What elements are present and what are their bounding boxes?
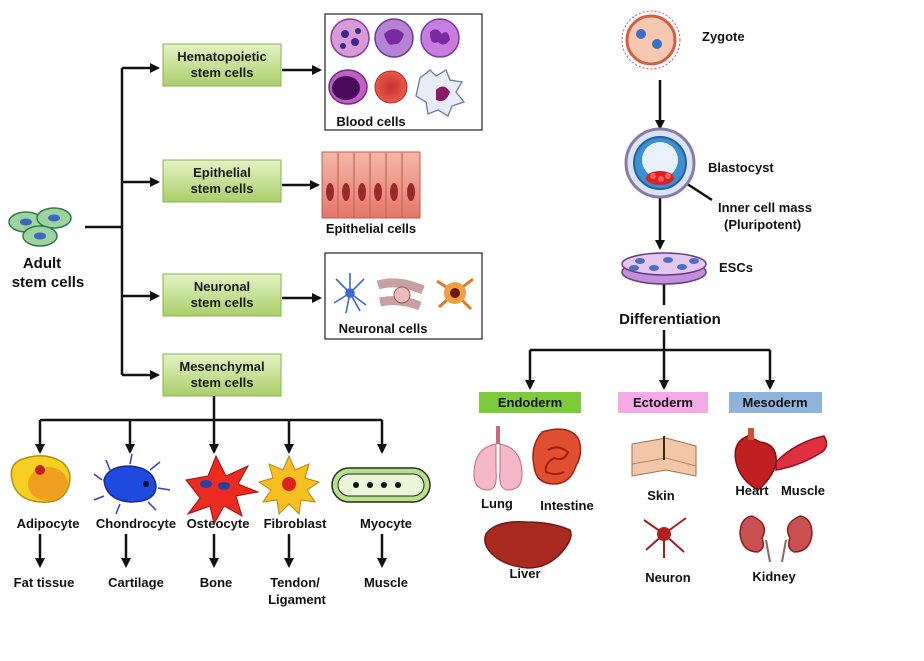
muscle-label: Muscle xyxy=(781,483,825,498)
mesoderm-label: Mesoderm xyxy=(742,395,807,410)
differentiation-label: Differentiation xyxy=(619,311,721,328)
muscle-organ-icon xyxy=(775,435,828,471)
astrocyte-icon xyxy=(333,273,367,314)
fibroblast-label: Fibroblast xyxy=(264,516,328,531)
neuron-organ-icon xyxy=(643,517,687,558)
icm-label-line2: (Pluripotent) xyxy=(724,217,801,232)
hematopoietic-line2: stem cells xyxy=(191,65,254,80)
epithelial-cells-label: Epithelial cells xyxy=(326,221,416,236)
neuronal-box: Neuronal stem cells xyxy=(162,273,282,317)
muscle-tissue-label: Muscle xyxy=(364,575,408,590)
myelinated-neuron-icon xyxy=(376,278,425,311)
epithelial-line1: Epithelial xyxy=(193,165,251,180)
adult-title-line1: Adult xyxy=(23,255,61,272)
neuron-icon xyxy=(436,277,474,311)
epithelial-box: Epithelial stem cells xyxy=(162,159,282,203)
adult-title-line2: stem cells xyxy=(12,274,85,291)
adipocyte-icon xyxy=(10,455,71,503)
intestine-icon xyxy=(532,428,582,485)
escs-label: ESCs xyxy=(719,260,753,275)
lung-icon xyxy=(473,426,523,491)
liver-icon xyxy=(484,521,572,569)
intestine-label: Intestine xyxy=(540,498,593,513)
endoderm-box xyxy=(479,392,581,413)
epithelial-line2: stem cells xyxy=(191,181,254,196)
chondrocyte-icon xyxy=(93,453,171,515)
hematopoietic-box: Hematopoietic stem cells xyxy=(162,43,282,87)
neuron-label: Neuron xyxy=(645,570,691,585)
adult-stem-cell-icon xyxy=(8,207,72,247)
blastocyst-label: Blastocyst xyxy=(708,160,774,175)
epithelial-cells-image: Epithelial cells xyxy=(321,151,421,236)
adult-branch-lines xyxy=(85,63,322,380)
basophil-icon xyxy=(330,18,370,58)
lung-label: Lung xyxy=(481,496,513,511)
ligament-label: Ligament xyxy=(268,592,326,607)
heart-icon xyxy=(734,428,777,491)
mesenchymal-tree-lines xyxy=(35,396,387,568)
adipocyte-label: Adipocyte xyxy=(17,516,80,531)
kidney-label: Kidney xyxy=(752,569,796,584)
cartilage-label: Cartilage xyxy=(108,575,164,590)
myocyte-icon xyxy=(331,467,431,503)
zygote-label: Zygote xyxy=(702,29,745,44)
mesenchymal-line2: stem cells xyxy=(191,375,254,390)
hematopoietic-line1: Hematopoietic xyxy=(177,49,267,64)
skin-label: Skin xyxy=(647,488,675,503)
tendon-label: Tendon/ xyxy=(270,575,320,590)
fibroblast-icon xyxy=(257,454,321,516)
endoderm-label: Endoderm xyxy=(498,395,562,410)
red-blood-cell-icon xyxy=(374,70,408,104)
osteocyte-label: Osteocyte xyxy=(187,516,250,531)
osteocyte-icon xyxy=(185,454,260,526)
myocyte-label: Myocyte xyxy=(360,516,412,531)
icm-label-line1: Inner cell mass xyxy=(718,200,812,215)
neuronal-cells-label: Neuronal cells xyxy=(339,321,428,336)
neuronal-line2: stem cells xyxy=(191,295,254,310)
liver-label: Liver xyxy=(509,566,540,581)
blood-cells-panel: Blood cells xyxy=(324,13,483,131)
kidney-icon xyxy=(739,515,813,563)
neuronal-cells-panel: Neuronal cells xyxy=(324,252,483,340)
skin-icon xyxy=(631,436,697,477)
mesoderm-box xyxy=(729,392,822,413)
escs-dish-icon xyxy=(621,252,707,285)
blood-cells-label: Blood cells xyxy=(336,114,405,129)
bone-label: Bone xyxy=(200,575,233,590)
mesenchymal-box: Mesenchymal stem cells xyxy=(162,353,282,397)
mesenchymal-line1: Mesenchymal xyxy=(179,359,264,374)
chondrocyte-label: Chondrocyte xyxy=(96,516,176,531)
embryo-flow-arrows xyxy=(525,80,775,390)
neuronal-line1: Neuronal xyxy=(194,279,250,294)
heart-label: Heart xyxy=(735,483,769,498)
ectoderm-label: Ectoderm xyxy=(633,395,693,410)
blastocyst-icon xyxy=(624,127,696,199)
ectoderm-box xyxy=(618,392,708,413)
fat-tissue-label: Fat tissue xyxy=(14,575,75,590)
zygote-icon xyxy=(621,10,681,70)
